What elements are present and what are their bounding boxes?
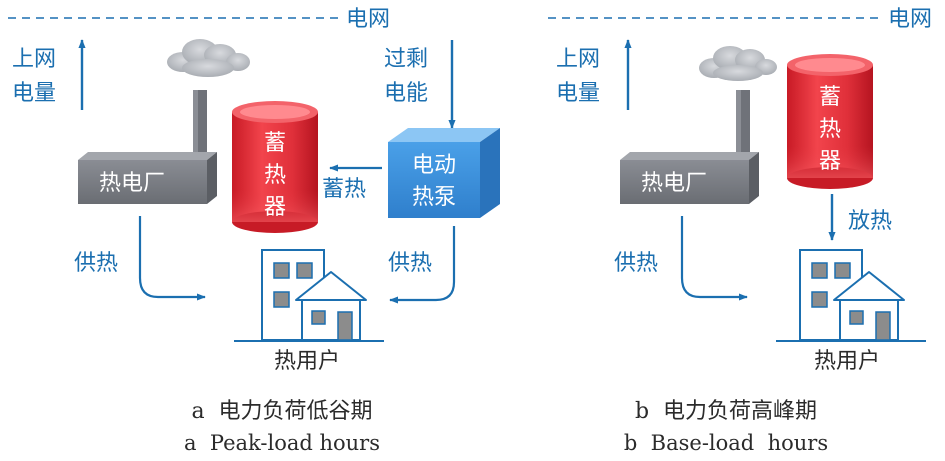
supply-heat-right-label: 供热 — [388, 251, 432, 276]
heat-storage-label-2: 热 — [819, 117, 841, 142]
grid-label: 电网 — [888, 7, 932, 32]
grid-label: 电网 — [346, 7, 390, 32]
heat-pump-label-line1: 电动 — [412, 153, 456, 178]
heat-storage-label-1: 蓄 — [264, 131, 286, 156]
caption-cn: b 电力负荷高峰期 — [635, 399, 817, 424]
store-heat-label: 蓄热 — [322, 177, 366, 202]
surplus-power-label-line2: 电能 — [384, 81, 428, 106]
heat-users-label: 热用户 — [814, 349, 880, 374]
chimney-icon — [193, 90, 207, 162]
panel-b: 电网 上网 电量 热电厂 蓄 热 器 — [548, 7, 932, 455]
grid-export-label-line2: 电量 — [12, 81, 56, 106]
chimney-icon — [736, 90, 750, 162]
grid-export-label-line1: 上网 — [12, 47, 56, 72]
heat-storage-label-3: 器 — [819, 149, 841, 174]
supply-heat-left-arrow — [680, 216, 748, 301]
panel-a: 电网 上网 电量 热电厂 — [8, 7, 500, 455]
heat-users-label: 热用户 — [274, 349, 340, 374]
heat-storage-label-3: 器 — [264, 195, 286, 220]
supply-heat-left-arrow — [138, 216, 206, 301]
smoke-cloud-icon — [699, 46, 777, 81]
supply-heat-left-label: 供热 — [614, 251, 658, 276]
heat-storage-label-2: 热 — [264, 163, 286, 188]
heat-users-buildings-icon — [776, 249, 926, 342]
release-heat-label: 放热 — [848, 209, 892, 234]
heat-storage-tank — [787, 54, 873, 189]
chp-plant-label: 热电厂 — [99, 171, 165, 196]
heat-pump-label-line2: 热泵 — [412, 185, 456, 210]
chp-plant-block — [78, 152, 217, 204]
grid-export-label-line1: 上网 — [556, 47, 600, 72]
caption-cn: a 电力负荷低谷期 — [191, 399, 372, 424]
heat-storage-tank — [232, 101, 318, 233]
chp-plant-label: 热电厂 — [641, 171, 707, 196]
caption-en: a Peak-load hours — [184, 431, 380, 455]
grid-export-label-line2: 电量 — [556, 81, 600, 106]
heat-pump-cube — [388, 128, 500, 218]
smoke-cloud-icon — [167, 39, 250, 77]
supply-heat-left-label: 供热 — [74, 251, 118, 276]
chp-plant-block — [620, 152, 759, 204]
heat-storage-label-1: 蓄 — [819, 85, 841, 110]
caption-en: b Base-load hours — [624, 431, 828, 455]
heat-users-buildings-icon — [234, 249, 384, 342]
surplus-power-label-line1: 过剩 — [384, 47, 428, 72]
supply-heat-right-arrow — [389, 226, 456, 304]
